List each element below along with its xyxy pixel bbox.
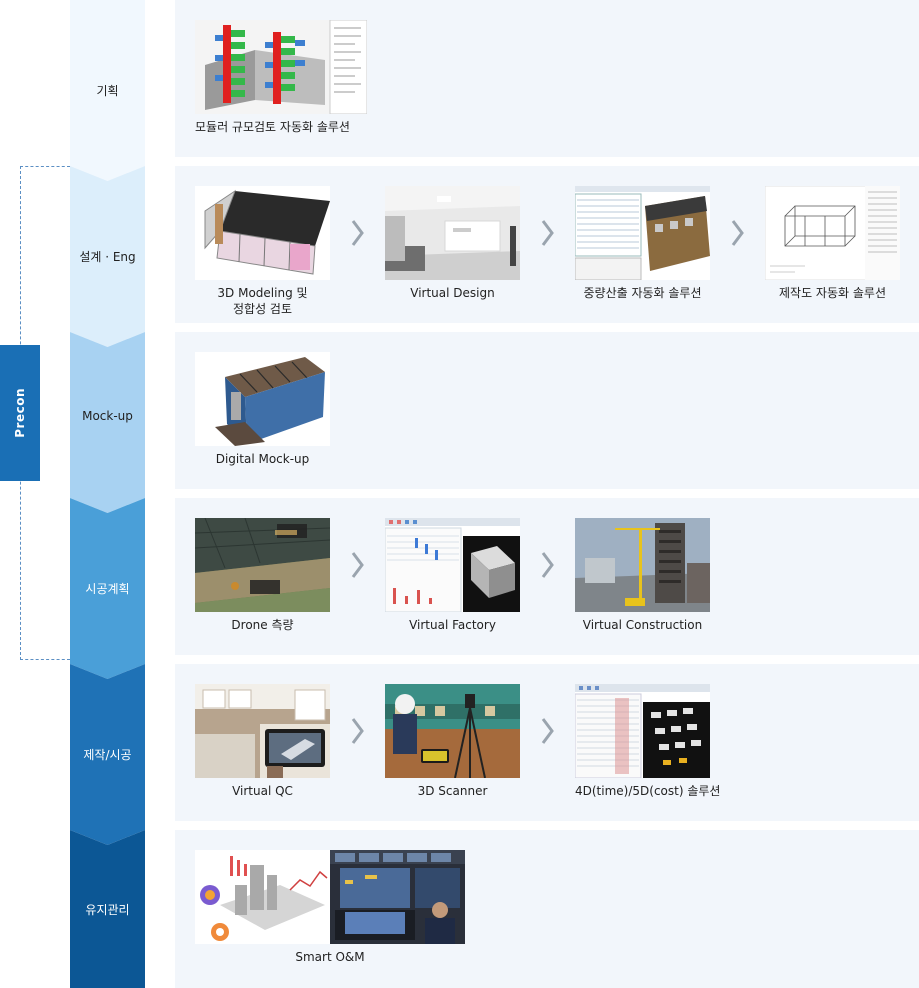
caption-weight-calc: 중량산출 자동화 솔루션 (575, 285, 710, 301)
item-4d5d-solution[interactable]: 4D(time)/5D(cost) 솔루션 (575, 684, 710, 799)
caption-virtual-design: Virtual Design (385, 285, 520, 301)
item-3d-modeling[interactable]: 3D Modeling 및 정합성 검토 (195, 186, 330, 317)
stage-label-design-eng: 설계 · Eng (79, 248, 135, 265)
row-mockup: Digital Mock-up (175, 332, 919, 489)
item-virtual-qc[interactable]: Virtual QC (195, 684, 330, 799)
caption-4d5d-solution: 4D(time)/5D(cost) 솔루션 (575, 783, 710, 799)
item-shop-drawing[interactable]: 제작도 자동화 솔루션 (765, 186, 900, 301)
factory-software-image (385, 518, 520, 612)
item-modular-scale-review[interactable]: 모듈러 규모검토 자동화 솔루션 (195, 20, 330, 135)
stage-chevron-column (70, 0, 145, 988)
caption-digital-mockup: Digital Mock-up (195, 451, 330, 467)
item-virtual-construction[interactable]: Virtual Construction (575, 518, 710, 633)
precon-label: Precon (13, 388, 27, 438)
interior-render-image (385, 186, 520, 280)
stage-label-planning: 기획 (96, 82, 118, 99)
stage-label-construction-planning: 시공계획 (85, 580, 129, 597)
drone-aerial-image (195, 518, 330, 612)
item-drone-survey[interactable]: Drone 측량 (195, 518, 330, 633)
item-virtual-factory[interactable]: Virtual Factory (385, 518, 520, 633)
row-maintenance: Smart O&M (175, 830, 919, 988)
chevron-right-icon (537, 213, 557, 253)
stage-chevron-3 (70, 332, 145, 513)
stage-label-fabrication: 제작/시공 (83, 746, 131, 763)
tablet-qc-image (195, 684, 330, 778)
caption-drone-survey: Drone 측량 (195, 617, 330, 633)
row-fabrication: Virtual QC 3D Scanner (175, 664, 919, 821)
item-3d-scanner[interactable]: 3D Scanner (385, 684, 520, 799)
mockup-module-image (195, 352, 330, 446)
chevron-right-icon (537, 711, 557, 751)
item-smart-om[interactable]: Smart O&M (195, 850, 465, 965)
chevron-right-icon (347, 545, 367, 585)
caption-3d-scanner: 3D Scanner (385, 783, 520, 799)
caption-virtual-qc: Virtual QC (195, 783, 330, 799)
precon-badge: Precon (0, 345, 40, 481)
stage-label-maintenance: 유지관리 (85, 901, 129, 918)
weight-calc-software-image (575, 186, 710, 280)
chevron-right-icon (727, 213, 747, 253)
caption-virtual-factory: Virtual Factory (385, 617, 520, 633)
chevron-right-icon (347, 213, 367, 253)
item-virtual-design[interactable]: Virtual Design (385, 186, 520, 301)
row-design-eng: 3D Modeling 및 정합성 검토 Virtual Design (175, 166, 919, 323)
control-room-image (195, 850, 465, 944)
item-digital-mockup[interactable]: Digital Mock-up (195, 352, 330, 467)
chevron-right-icon (347, 711, 367, 751)
caption-smart-om: Smart O&M (195, 949, 465, 965)
shop-drawing-image (765, 186, 900, 280)
caption-modular-scale-review: 모듈러 규모검토 자동화 솔루션 (195, 119, 330, 135)
scanner-site-image (385, 684, 520, 778)
caption-shop-drawing: 제작도 자동화 솔루션 (765, 285, 900, 301)
4d5d-software-image (575, 684, 710, 778)
modular-frame-image (195, 186, 330, 280)
caption-3d-modeling: 3D Modeling 및 정합성 검토 (195, 285, 330, 317)
item-weight-calc[interactable]: 중량산출 자동화 솔루션 (575, 186, 710, 301)
row-construction-planning: Drone 측량 Virtual Factory (175, 498, 919, 655)
row-planning: 모듈러 규모검토 자동화 솔루션 (175, 0, 919, 157)
chevron-right-icon (537, 545, 557, 585)
stage-label-mockup: Mock-up (82, 409, 133, 423)
building-massing-image (195, 20, 367, 114)
caption-virtual-construction: Virtual Construction (575, 617, 710, 633)
crane-construction-image (575, 518, 710, 612)
